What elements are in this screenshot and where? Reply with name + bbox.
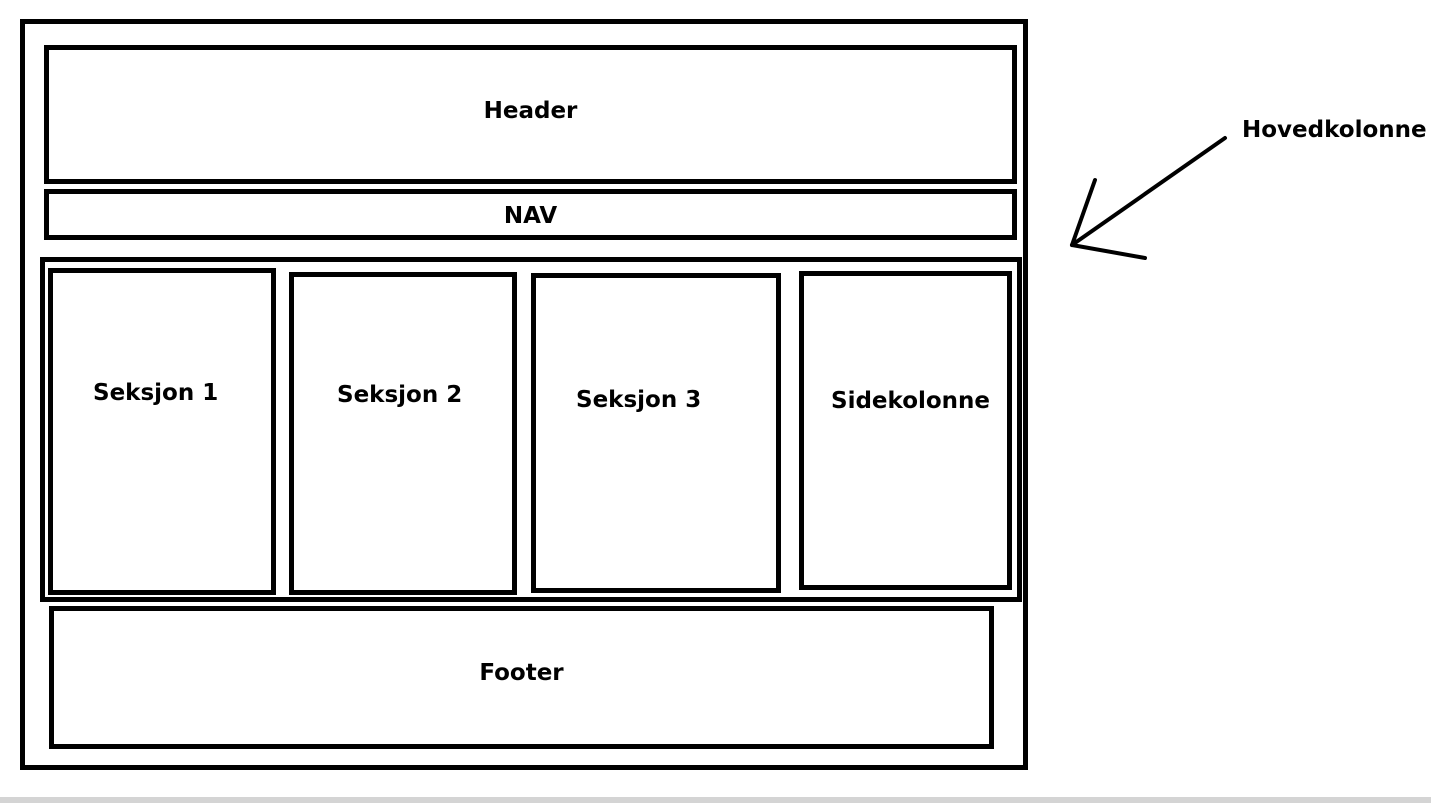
header-box: Header <box>44 45 1017 184</box>
arrow-head-upper <box>1070 178 1097 247</box>
section-1-label: Seksjon 1 <box>93 380 219 406</box>
sidebar-box: Sidekolonne <box>799 271 1012 590</box>
nav-label: NAV <box>503 203 558 229</box>
sidebar-label: Sidekolonne <box>831 388 991 414</box>
section-3-box: Seksjon 3 <box>531 273 781 593</box>
page-wrapper-box <box>20 19 1028 770</box>
section-3-label: Seksjon 3 <box>576 387 702 413</box>
section-2-box: Seksjon 2 <box>289 272 517 595</box>
header-label: Header <box>483 98 578 124</box>
footer-label: Footer <box>479 660 564 686</box>
window-bottom-edge <box>0 797 1431 803</box>
main-column-box <box>40 257 1022 602</box>
callout-label: Hovedkolonne <box>1242 117 1427 143</box>
section-2-label: Seksjon 2 <box>337 382 463 408</box>
footer-box: Footer <box>49 606 994 749</box>
nav-box: NAV <box>44 189 1017 240</box>
section-1-box: Seksjon 1 <box>48 268 276 595</box>
arrow-shaft <box>1070 136 1227 247</box>
arrow-head-lower <box>1070 243 1147 260</box>
